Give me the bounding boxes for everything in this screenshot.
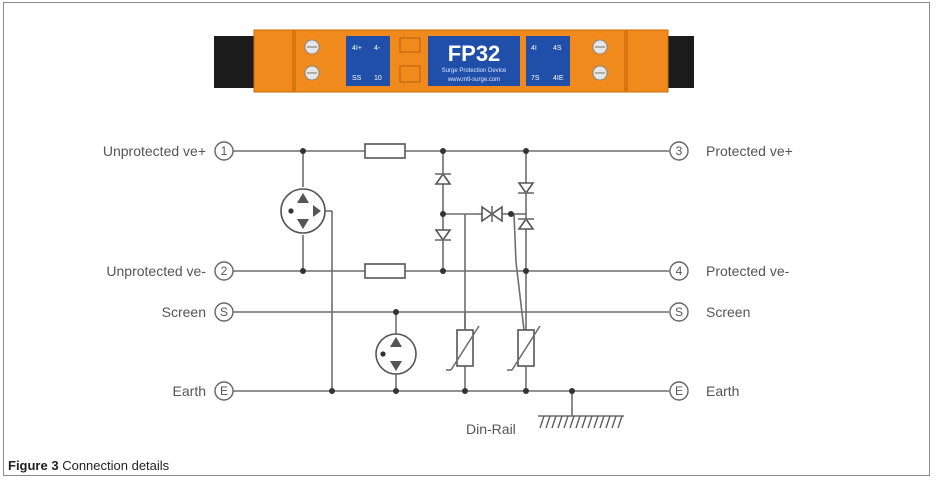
label-screen-left: Screen bbox=[162, 304, 206, 320]
left-terminal-label: 4- bbox=[374, 45, 381, 52]
label-earth-left: Earth bbox=[173, 383, 206, 399]
device-end-cap-left bbox=[214, 36, 256, 88]
label-earth-right: Earth bbox=[706, 383, 739, 399]
label-protected-neg: Protected ve- bbox=[706, 263, 790, 279]
device-right-panel bbox=[526, 36, 570, 86]
right-terminal-label: 7S bbox=[531, 75, 540, 82]
label-unprotected-neg: Unprotected ve- bbox=[106, 263, 206, 279]
left-terminal-label: SS bbox=[352, 75, 362, 82]
screw-icon bbox=[592, 39, 608, 55]
device-center-slot bbox=[399, 37, 421, 53]
device-center-slot bbox=[399, 65, 421, 83]
resistor-negative bbox=[364, 263, 406, 279]
svg-text:1: 1 bbox=[221, 144, 228, 158]
gas-discharge-tube-3-terminal bbox=[280, 151, 333, 391]
gas-discharge-tube-2-terminal bbox=[375, 312, 417, 391]
label-din-rail: Din-Rail bbox=[466, 421, 516, 437]
device-label-panel bbox=[428, 36, 520, 86]
terminal-e-right: E bbox=[669, 381, 689, 401]
svg-text:3: 3 bbox=[676, 144, 683, 158]
svg-text:S: S bbox=[675, 305, 683, 319]
device-rib-right bbox=[624, 30, 628, 92]
fp32-device: 4I+ 4- SS 10 FP32 Surge Protection Devic… bbox=[214, 29, 694, 93]
device-subtitle: Surge Protection Device bbox=[442, 68, 507, 74]
svg-text:4: 4 bbox=[676, 264, 683, 278]
resistor-positive bbox=[364, 143, 406, 159]
terminal-3: 3 bbox=[669, 141, 689, 161]
svg-text:E: E bbox=[675, 384, 683, 398]
right-terminal-label: 4S bbox=[553, 45, 562, 52]
left-terminal-label: 4I+ bbox=[352, 45, 362, 52]
svg-text:2: 2 bbox=[221, 264, 228, 278]
terminal-s-left: S bbox=[214, 302, 234, 322]
label-unprotected-pos: Unprotected ve+ bbox=[103, 143, 206, 159]
screw-icon bbox=[304, 39, 320, 55]
left-terminal-label: 10 bbox=[374, 75, 382, 82]
figure-number: Figure 3 bbox=[8, 458, 59, 473]
terminal-e-left: E bbox=[214, 381, 234, 401]
svg-text:S: S bbox=[220, 305, 228, 319]
device-website: www.mtl-surge.com bbox=[447, 77, 500, 83]
label-screen-right: Screen bbox=[706, 304, 750, 320]
varistor-left bbox=[446, 312, 480, 371]
terminal-s-right: S bbox=[669, 302, 689, 322]
screw-icon bbox=[304, 65, 320, 81]
figure-caption-text: Connection details bbox=[62, 458, 170, 473]
diode-stack-right bbox=[511, 151, 535, 331]
device-left-panel bbox=[346, 36, 390, 86]
figure-caption: Figure 3 Connection details bbox=[8, 458, 169, 473]
svg-text:E: E bbox=[220, 384, 228, 398]
bidirectional-tvs-diode bbox=[474, 205, 511, 223]
device-model: FP32 bbox=[448, 41, 501, 66]
terminal-2: 2 bbox=[214, 261, 234, 281]
junction-dots bbox=[300, 148, 575, 394]
device-rib-left bbox=[292, 30, 296, 92]
right-terminal-label: 4I bbox=[531, 45, 537, 52]
terminal-1: 1 bbox=[214, 141, 234, 161]
terminal-4: 4 bbox=[669, 261, 689, 281]
din-rail-ground: Din-Rail bbox=[466, 391, 624, 437]
device-end-cap-right bbox=[666, 36, 694, 88]
varistor-right bbox=[507, 325, 541, 391]
right-terminal-label: 4IE bbox=[553, 75, 564, 82]
screw-icon bbox=[592, 65, 608, 81]
label-protected-pos: Protected ve+ bbox=[706, 143, 793, 159]
